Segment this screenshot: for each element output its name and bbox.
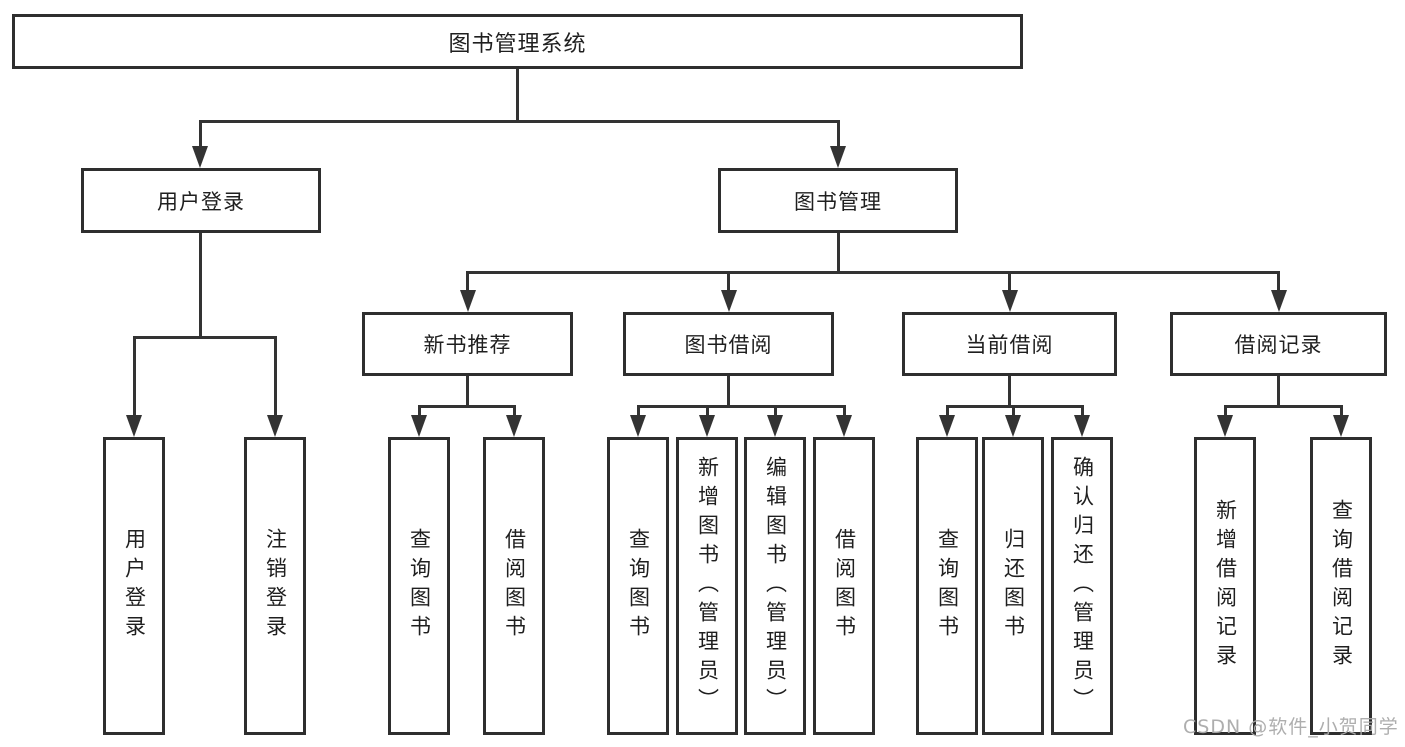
- edge-stub-book-management: [836, 120, 840, 150]
- node-leaf-return-book: 归还图书: [982, 437, 1044, 735]
- arrow-down-icon: [630, 415, 646, 437]
- node-label: 确认归还（管理员）: [1070, 455, 1095, 717]
- node-label: 借阅记录: [1234, 333, 1323, 357]
- node-label: 编辑图书（管理员）: [763, 455, 788, 717]
- edge-stub-current-borrow: [1008, 271, 1011, 293]
- arrow-down-icon: [1074, 415, 1090, 437]
- node-leaf-confirm-return-admin: 确认归还（管理员）: [1051, 437, 1113, 735]
- arrow-down-icon: [459, 290, 476, 312]
- edge-br-branch: [1223, 405, 1343, 408]
- node-leaf-query-book-1: 查询图书: [388, 437, 450, 735]
- arrow-down-icon: [939, 415, 955, 437]
- edge-nb-trunk: [466, 376, 469, 405]
- arrow-down-icon: [1005, 415, 1021, 437]
- node-leaf-user-login: 用户登录: [103, 437, 165, 735]
- node-leaf-query-book-2: 查询图书: [607, 437, 669, 735]
- edge-stub: [1339, 405, 1343, 420]
- node-label: 图书管理: [794, 189, 882, 214]
- node-borrow-record: 借阅记录: [1170, 312, 1387, 376]
- arrow-down-icon: [192, 146, 208, 168]
- arrow-down-icon: [411, 415, 427, 437]
- node-new-book-recommend: 新书推荐: [362, 312, 573, 376]
- edge-stub: [945, 405, 949, 420]
- node-leaf-borrow-book-1: 借阅图书: [483, 437, 545, 735]
- edge-stub: [1080, 405, 1084, 420]
- node-label: 新增借阅记录: [1213, 499, 1238, 673]
- edge-stub: [417, 405, 421, 420]
- node-leaf-add-book-admin: 新增图书（管理员）: [676, 437, 738, 735]
- edge-cb-branch: [945, 405, 1084, 408]
- arrow-down-icon: [830, 146, 846, 168]
- node-leaf-query-borrow-record: 查询借阅记录: [1310, 437, 1372, 735]
- node-label: 借阅图书: [832, 528, 857, 644]
- edge-br-trunk: [1277, 376, 1280, 405]
- node-leaf-logout: 注销登录: [244, 437, 306, 735]
- edge-stub-borrow-record: [1277, 271, 1280, 293]
- node-label: 查询借阅记录: [1329, 499, 1354, 673]
- edge-nb-branch: [417, 405, 516, 408]
- node-label: 借阅图书: [502, 528, 527, 644]
- arrow-down-icon: [506, 415, 522, 437]
- edge-stub: [1223, 405, 1227, 420]
- arrow-down-icon: [767, 415, 783, 437]
- edge-stub-leaf-logout: [273, 336, 277, 418]
- arrow-down-icon: [267, 415, 283, 437]
- node-leaf-borrow-book-2: 借阅图书: [813, 437, 875, 735]
- edge-stub-book-borrow: [727, 271, 730, 293]
- arrow-down-icon: [1217, 415, 1233, 437]
- node-user-login: 用户登录: [81, 168, 321, 233]
- edge-root-trunk: [516, 69, 519, 120]
- node-leaf-add-borrow-record: 新增借阅记录: [1194, 437, 1256, 735]
- edge-cb-trunk: [1008, 376, 1011, 405]
- edge-stub-leaf-login: [132, 336, 136, 418]
- node-label: 新增图书（管理员）: [695, 455, 720, 717]
- node-leaf-edit-book-admin: 编辑图书（管理员）: [744, 437, 806, 735]
- edge-stub: [1011, 405, 1015, 420]
- edge-root-branch: [199, 120, 839, 123]
- node-label: 用户登录: [122, 528, 147, 644]
- node-label: 当前借阅: [965, 333, 1054, 357]
- node-label: 图书管理系统: [448, 31, 587, 57]
- edge-bm-trunk: [836, 233, 840, 271]
- arrow-down-icon: [836, 415, 852, 437]
- arrow-down-icon: [720, 290, 737, 312]
- node-label: 注销登录: [263, 528, 288, 644]
- edge-bm-branch: [466, 271, 1280, 274]
- edge-stub: [512, 405, 516, 420]
- node-book-management: 图书管理: [718, 168, 958, 233]
- edge-ul-branch: [132, 336, 277, 339]
- edge-stub-user-login: [198, 120, 202, 150]
- arrow-down-icon: [1270, 290, 1287, 312]
- edge-bb-trunk: [727, 376, 730, 405]
- node-label: 图书借阅: [684, 333, 773, 357]
- edge-bb-branch: [636, 405, 846, 408]
- arrow-down-icon: [126, 415, 142, 437]
- edge-stub-new-book: [466, 271, 469, 293]
- node-label: 新书推荐: [423, 333, 512, 357]
- arrow-down-icon: [699, 415, 715, 437]
- node-label: 查询图书: [626, 528, 651, 644]
- edge-stub: [705, 405, 709, 420]
- node-book-borrow: 图书借阅: [623, 312, 834, 376]
- node-current-borrow: 当前借阅: [902, 312, 1117, 376]
- arrow-down-icon: [1333, 415, 1349, 437]
- arrow-down-icon: [1001, 290, 1018, 312]
- node-label: 查询图书: [407, 528, 432, 644]
- node-root-library-system: 图书管理系统: [12, 14, 1023, 69]
- node-label: 归还图书: [1001, 528, 1026, 644]
- node-leaf-query-book-3: 查询图书: [916, 437, 978, 735]
- edge-stub: [636, 405, 640, 420]
- edge-ul-trunk: [199, 233, 202, 336]
- node-label: 用户登录: [157, 189, 245, 214]
- csdn-watermark: CSDN @软件_小贺同学: [1183, 716, 1399, 738]
- edge-stub: [773, 405, 777, 420]
- node-label: 查询图书: [935, 528, 960, 644]
- edge-stub: [842, 405, 846, 420]
